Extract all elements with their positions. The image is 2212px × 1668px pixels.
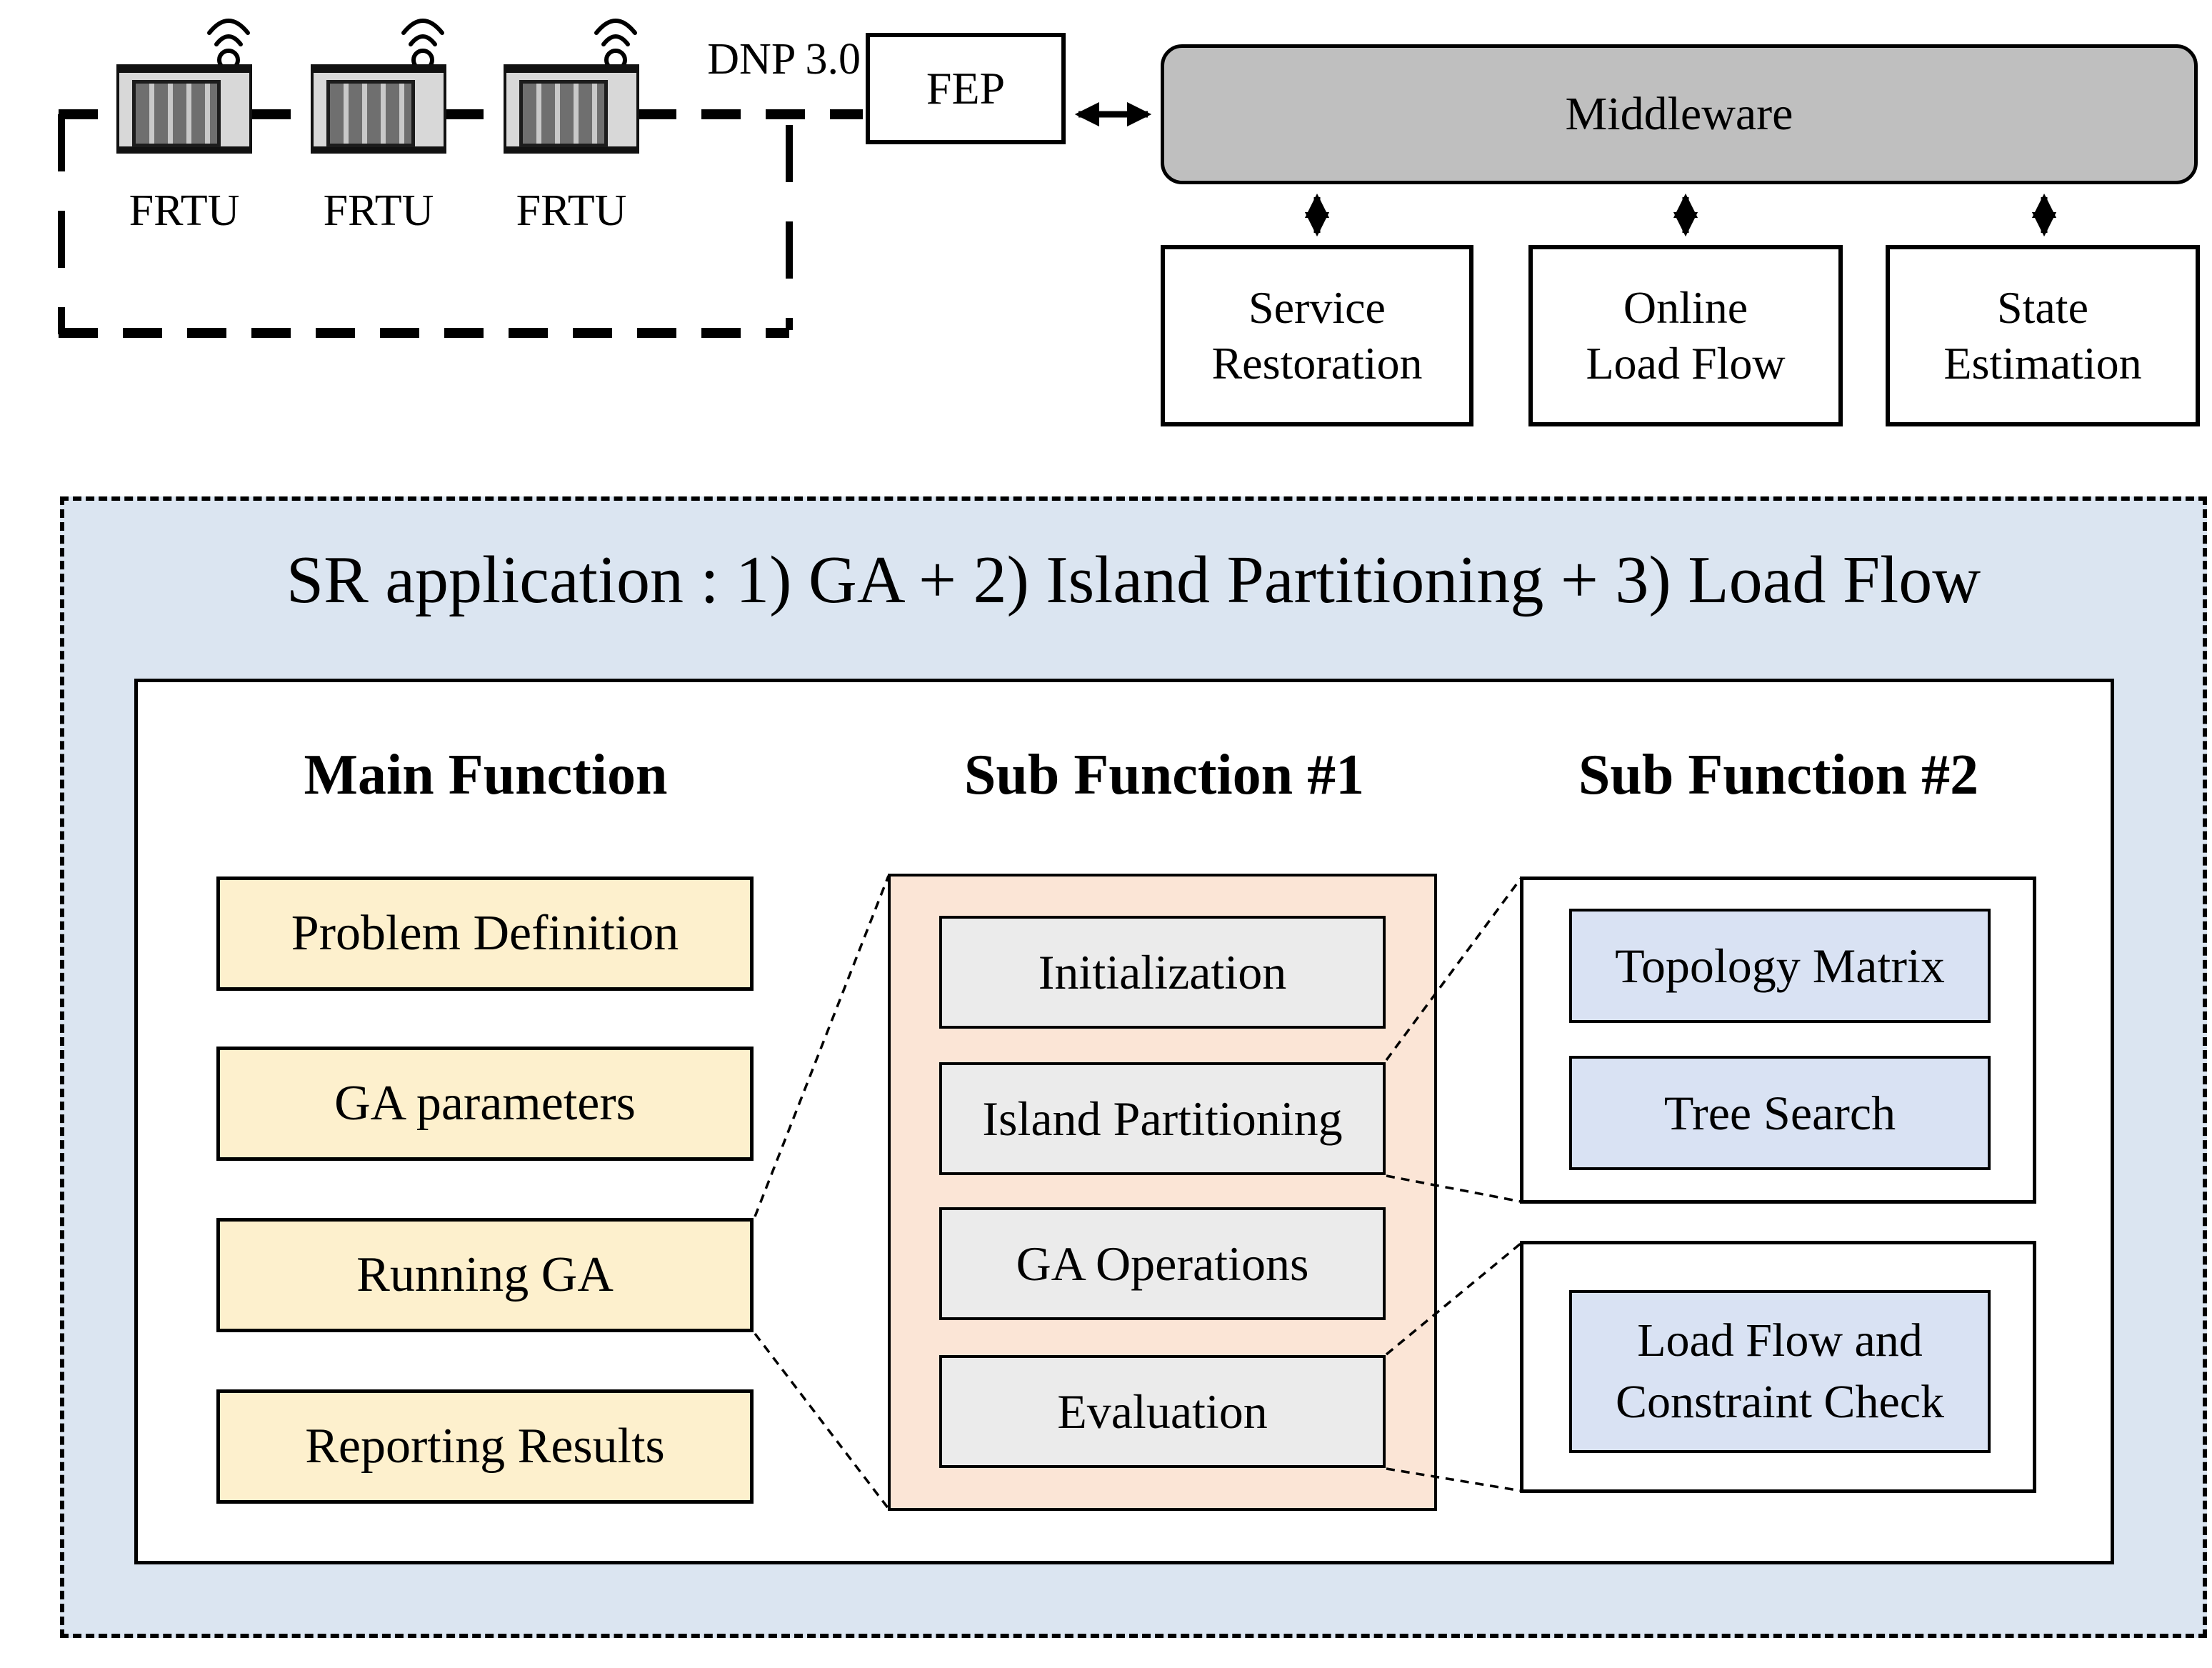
service-restoration-line1: Service (1248, 281, 1386, 333)
main-function-item-reporting-results: Reporting Results (216, 1389, 754, 1504)
state-estimation-box: State Estimation (1886, 245, 2200, 426)
sub2-item-load-flow-constraint-check: Load Flow and Constraint Check (1569, 1290, 1991, 1453)
column-header-sub-function-2: Sub Function #2 (1578, 744, 1979, 807)
sub1-item-island-partitioning: Island Partitioning (939, 1062, 1386, 1175)
sr-application-title: SR application : 1) GA + 2) Island Parti… (286, 542, 1981, 617)
state-estimation-line2: Estimation (1943, 338, 2142, 389)
state-estimation-line1: State (1997, 281, 2088, 333)
load-flow-line1: Load Flow and (1637, 1314, 1923, 1367)
antenna-icon (207, 19, 250, 71)
connector-evaluation-sub2bot-top (1385, 1242, 1523, 1356)
sub2-item-tree-search: Tree Search (1569, 1056, 1991, 1170)
frtu-screen-icon (519, 80, 608, 147)
connector-islandpartitioning-sub2top-bottom (1386, 1174, 1521, 1203)
online-load-flow-line2: Load Flow (1586, 338, 1786, 389)
middleware-box: Middleware (1161, 44, 2198, 184)
sub1-item-initialization: Initialization (939, 916, 1386, 1029)
state-estimation-label: State Estimation (1943, 280, 2141, 391)
service-restoration-label: Service Restoration (1211, 280, 1422, 391)
frtu-label: FRTU (323, 186, 434, 236)
online-load-flow-label: Online Load Flow (1586, 280, 1785, 391)
column-header-main-function: Main Function (304, 744, 668, 807)
connector-runningga-sub1-top (754, 875, 890, 1217)
frtu-device-icon (311, 64, 446, 154)
column-header-sub-function-1: Sub Function #1 (964, 744, 1365, 807)
online-load-flow-box: Online Load Flow (1528, 245, 1843, 426)
detail-connectors (754, 875, 1523, 1510)
connector-runningga-sub1-bottom (754, 1332, 890, 1510)
service-restoration-box: Service Restoration (1161, 245, 1473, 426)
connector-islandpartitioning-sub2top-top (1385, 877, 1522, 1062)
antenna-icon (401, 19, 444, 71)
sub2-item-topology-matrix: Topology Matrix (1569, 909, 1991, 1023)
frtu-label: FRTU (129, 186, 240, 236)
fep-box: FEP (866, 33, 1066, 144)
frtu-device-icon (116, 64, 252, 154)
load-flow-constraint-check-label: Load Flow and Constraint Check (1616, 1310, 1944, 1433)
dnp-protocol-label: DNP 3.0 (707, 34, 861, 84)
service-restoration-line2: Restoration (1211, 338, 1423, 389)
frtu-label: FRTU (516, 186, 627, 236)
main-function-item-problem-definition: Problem Definition (216, 877, 754, 991)
sub1-item-evaluation: Evaluation (939, 1355, 1386, 1468)
sub1-item-ga-operations: GA Operations (939, 1207, 1386, 1320)
frtu-device-icon (504, 64, 639, 154)
connector-evaluation-sub2bot-bottom (1386, 1467, 1522, 1492)
online-load-flow-line1: Online (1623, 281, 1748, 333)
load-flow-line2: Constraint Check (1615, 1376, 1945, 1428)
main-function-item-running-ga: Running GA (216, 1218, 754, 1332)
frtu-screen-icon (132, 80, 221, 147)
antenna-icon (594, 19, 637, 71)
frtu-screen-icon (326, 80, 415, 147)
main-function-item-ga-parameters: GA parameters (216, 1047, 754, 1161)
